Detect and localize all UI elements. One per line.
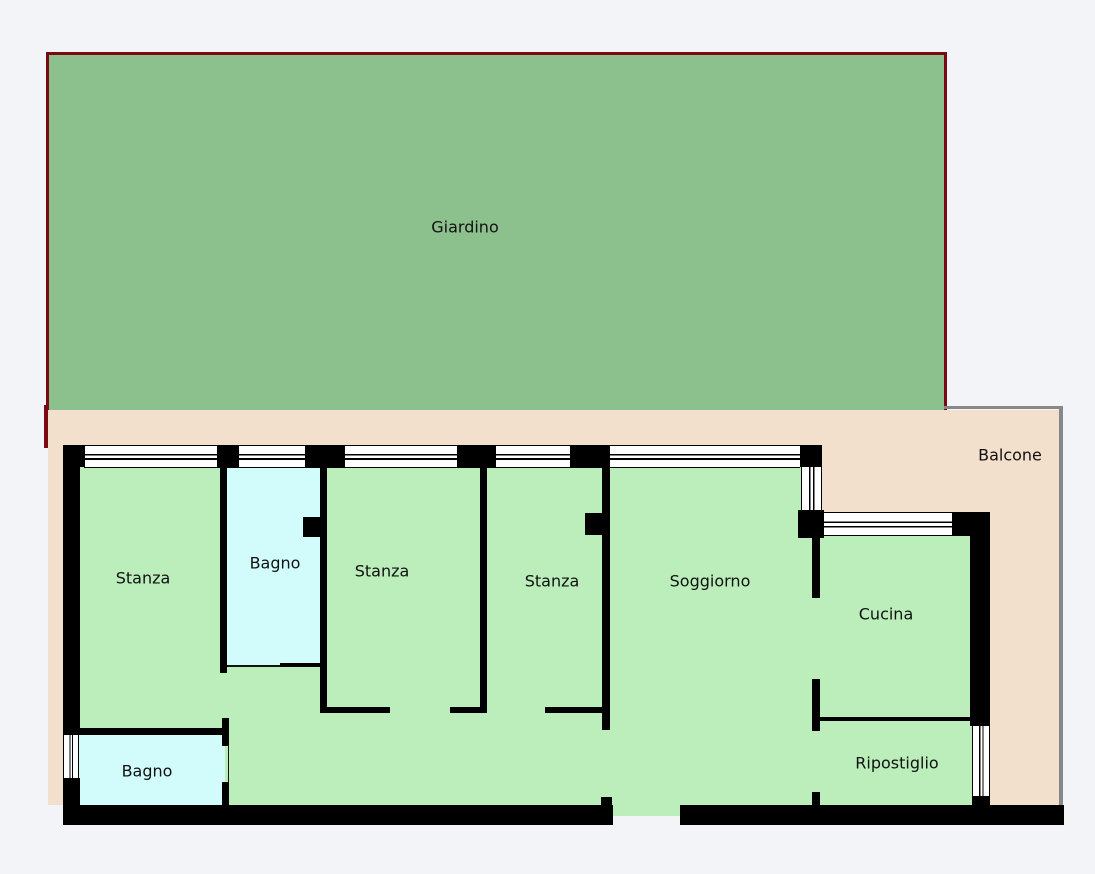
wall	[601, 797, 612, 807]
room-label-stanza: Stanza	[115, 568, 171, 588]
balcony-railing	[944, 406, 1063, 409]
wall	[222, 782, 229, 806]
room-label-cucina: Cucina	[858, 604, 914, 624]
wall	[820, 717, 972, 721]
wall	[812, 679, 820, 731]
wall	[970, 512, 990, 726]
room-label-stanza: Stanza	[354, 561, 410, 581]
window	[972, 725, 990, 797]
wall	[280, 663, 322, 667]
wall	[585, 513, 605, 535]
wall	[63, 445, 80, 735]
wall	[228, 745, 229, 783]
wall	[305, 445, 345, 467]
wall	[800, 445, 822, 467]
wall	[222, 718, 229, 746]
wall	[450, 707, 487, 713]
window	[824, 512, 954, 536]
room-label-bagno: Bagno	[121, 761, 173, 781]
window	[84, 445, 800, 468]
wall	[812, 536, 820, 598]
wall	[480, 466, 487, 713]
garden-area	[46, 52, 947, 410]
wall	[457, 445, 496, 467]
wall	[63, 728, 228, 735]
balcony-railing	[1059, 406, 1063, 806]
room-label-ripostiglio: Ripostiglio	[855, 753, 939, 773]
wall	[972, 796, 990, 806]
window	[801, 466, 822, 510]
garden-border-extension	[44, 405, 48, 448]
wall	[602, 466, 610, 730]
window	[63, 735, 79, 779]
wall	[303, 517, 323, 537]
wall	[320, 466, 327, 713]
room-bagno-1	[227, 466, 320, 666]
room-bagno-2	[78, 734, 225, 806]
wall	[812, 792, 820, 806]
garden-label: Giardino	[431, 217, 499, 237]
room-label-soggiorno: Soggiorno	[669, 571, 751, 591]
room-cucina-ripostiglio	[815, 536, 975, 806]
wall	[570, 445, 610, 467]
wall	[217, 445, 239, 467]
wall	[63, 805, 613, 825]
wall	[220, 466, 227, 673]
balcony-label: Balcone	[978, 445, 1042, 465]
room-label-stanza: Stanza	[524, 571, 580, 591]
wall	[545, 707, 610, 713]
room-soggiorno	[605, 466, 817, 816]
wall	[798, 510, 824, 538]
wall	[320, 707, 390, 713]
room-label-bagno: Bagno	[249, 553, 301, 573]
wall	[227, 665, 320, 667]
wall	[680, 805, 1064, 825]
